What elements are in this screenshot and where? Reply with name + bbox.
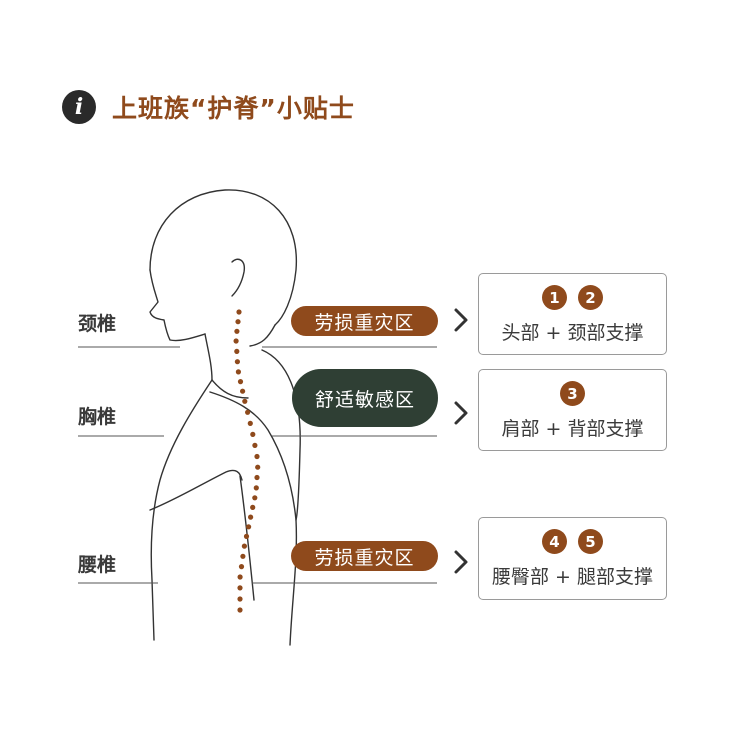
spine-dot — [237, 585, 243, 591]
region-label-cervical: 颈椎 — [78, 313, 117, 335]
region-label-lumbar: 腰椎 — [78, 554, 117, 576]
number-badge: 4 — [542, 529, 567, 554]
support-text: 腰臀部 + 腿部支撑 — [492, 566, 653, 588]
tag-thoracic-sensitive: 舒适敏感区 — [292, 369, 438, 427]
chevron-right-icon — [454, 401, 468, 425]
spine-dot — [252, 442, 258, 448]
spine-dot — [234, 328, 240, 334]
number-badge: 2 — [578, 285, 603, 310]
spine-dot — [237, 379, 244, 385]
number-badge: 5 — [578, 529, 603, 554]
spine-dot — [245, 409, 251, 415]
number-badge: 1 — [542, 285, 567, 310]
neck-front — [204, 333, 213, 381]
spine-dot — [238, 564, 245, 570]
header: i 上班族“护脊”小贴士 — [62, 88, 355, 126]
support-text: 头部 + 颈部支撑 — [501, 322, 644, 344]
spine-dot — [252, 495, 258, 501]
region-label-thoracic: 胸椎 — [78, 406, 117, 428]
spine-dot — [254, 453, 260, 460]
spine-dot — [254, 474, 260, 481]
spine-dot — [250, 431, 256, 437]
number-badges: 3 — [479, 381, 666, 406]
head-outline — [149, 189, 298, 326]
info-icon: i — [62, 90, 96, 124]
spine-dot — [235, 319, 241, 325]
spine-dot — [250, 504, 256, 510]
spine-dot — [236, 309, 242, 315]
back-outline — [261, 349, 301, 521]
chest-fold — [149, 469, 243, 511]
number-badges: 4 5 — [479, 529, 666, 554]
chest-outline — [150, 379, 213, 641]
page-title: 上班族“护脊”小贴士 — [112, 94, 355, 123]
spine-dot — [237, 596, 243, 602]
spine-dot — [243, 533, 250, 540]
spine-dot — [240, 553, 246, 559]
spine-dot — [248, 514, 254, 520]
support-text: 肩部 + 背部支撑 — [501, 418, 644, 440]
spine-dot — [253, 485, 259, 491]
spine-dot — [237, 607, 243, 613]
support-box-head-neck: 1 2 头部 + 颈部支撑 — [478, 273, 667, 355]
torso-line — [239, 475, 255, 601]
spine-dot — [237, 574, 243, 580]
face-outline — [149, 269, 206, 342]
spine-dot — [241, 543, 247, 549]
tag-lumbar-strain: 劳损重灾区 — [291, 541, 438, 571]
spine-dots — [233, 309, 261, 613]
support-box-shoulder-back: 3 肩部 + 背部支撑 — [478, 369, 667, 451]
spine-dot — [246, 524, 252, 530]
number-badge: 3 — [560, 381, 585, 406]
spine-dot — [242, 398, 248, 404]
spine-dot — [233, 338, 239, 344]
spine-dot — [234, 348, 240, 354]
chevron-right-icon — [454, 550, 468, 574]
spine-dot — [240, 388, 246, 394]
support-box-waist-leg: 4 5 腰臀部 + 腿部支撑 — [478, 517, 667, 600]
spine-dot — [234, 359, 240, 365]
chevron-right-icon — [454, 308, 468, 332]
arm-outline — [209, 391, 298, 646]
neck-back — [249, 324, 276, 347]
ear-outline — [231, 258, 246, 297]
spine-dot — [255, 464, 261, 470]
spine-dot — [235, 369, 241, 375]
number-badges: 1 2 — [479, 285, 666, 310]
spine-dot — [247, 420, 253, 426]
collar-line — [211, 379, 249, 399]
tag-cervical-strain: 劳损重灾区 — [291, 306, 438, 336]
